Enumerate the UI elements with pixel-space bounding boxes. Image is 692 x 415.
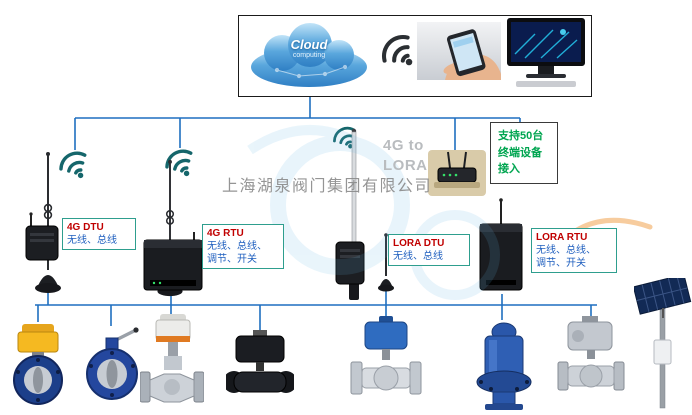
rtu-device-4g bbox=[143, 232, 203, 291]
gateway-label: 4G to LORA bbox=[383, 137, 428, 175]
device-label-4g-dtu: 4G DTU 无线、总线 bbox=[62, 218, 136, 250]
device-label-desc: 无线、总线 bbox=[67, 235, 117, 246]
device-label-4g-rtu: 4G RTU 无线、总线、 调节、开关 bbox=[202, 224, 284, 269]
device-label-title: 4G RTU bbox=[207, 228, 244, 239]
device-label-title: LORA DTU bbox=[393, 238, 445, 249]
device-label-title: 4G DTU bbox=[67, 222, 104, 233]
valve-ball-blue-electric bbox=[350, 316, 422, 395]
device-label-desc: 无线、总线 bbox=[393, 251, 443, 262]
cloud-icon bbox=[251, 23, 367, 87]
valve-gate-pneumatic bbox=[140, 314, 204, 403]
antenna-icon bbox=[378, 233, 394, 292]
valve-butterfly-lever bbox=[86, 327, 139, 400]
rtu-device-lora bbox=[479, 198, 523, 291]
phone-photo bbox=[417, 22, 501, 80]
dtu-device-4g bbox=[25, 212, 59, 261]
dtu-device-lora bbox=[335, 241, 365, 285]
valve-ball-gray-electric bbox=[557, 316, 625, 391]
capacity-note: 支持50台 终端设备 接入 bbox=[490, 122, 558, 184]
device-label-lora-rtu: LORA RTU 无线、总线、 调节、开关 bbox=[531, 228, 617, 273]
cloud-platform-panel: Cloud computing bbox=[238, 15, 592, 97]
solar-panel-icon bbox=[634, 278, 692, 409]
valve-flanged-blue bbox=[476, 322, 532, 410]
monitor-photo bbox=[507, 18, 585, 87]
valve-butterfly-yellow-actuator bbox=[13, 324, 63, 405]
router-photo bbox=[428, 150, 486, 196]
company-watermark: 上海湖泉阀门集团有限公司 bbox=[222, 178, 433, 195]
device-label-desc: 无线、总线、 调节、开关 bbox=[536, 245, 596, 269]
valve-ball-black-electric bbox=[226, 330, 294, 393]
device-label-desc: 无线、总线、 调节、开关 bbox=[207, 241, 267, 265]
device-label-title: LORA RTU bbox=[536, 232, 588, 243]
device-label-lora-dtu: LORA DTU 无线、总线 bbox=[388, 234, 470, 266]
